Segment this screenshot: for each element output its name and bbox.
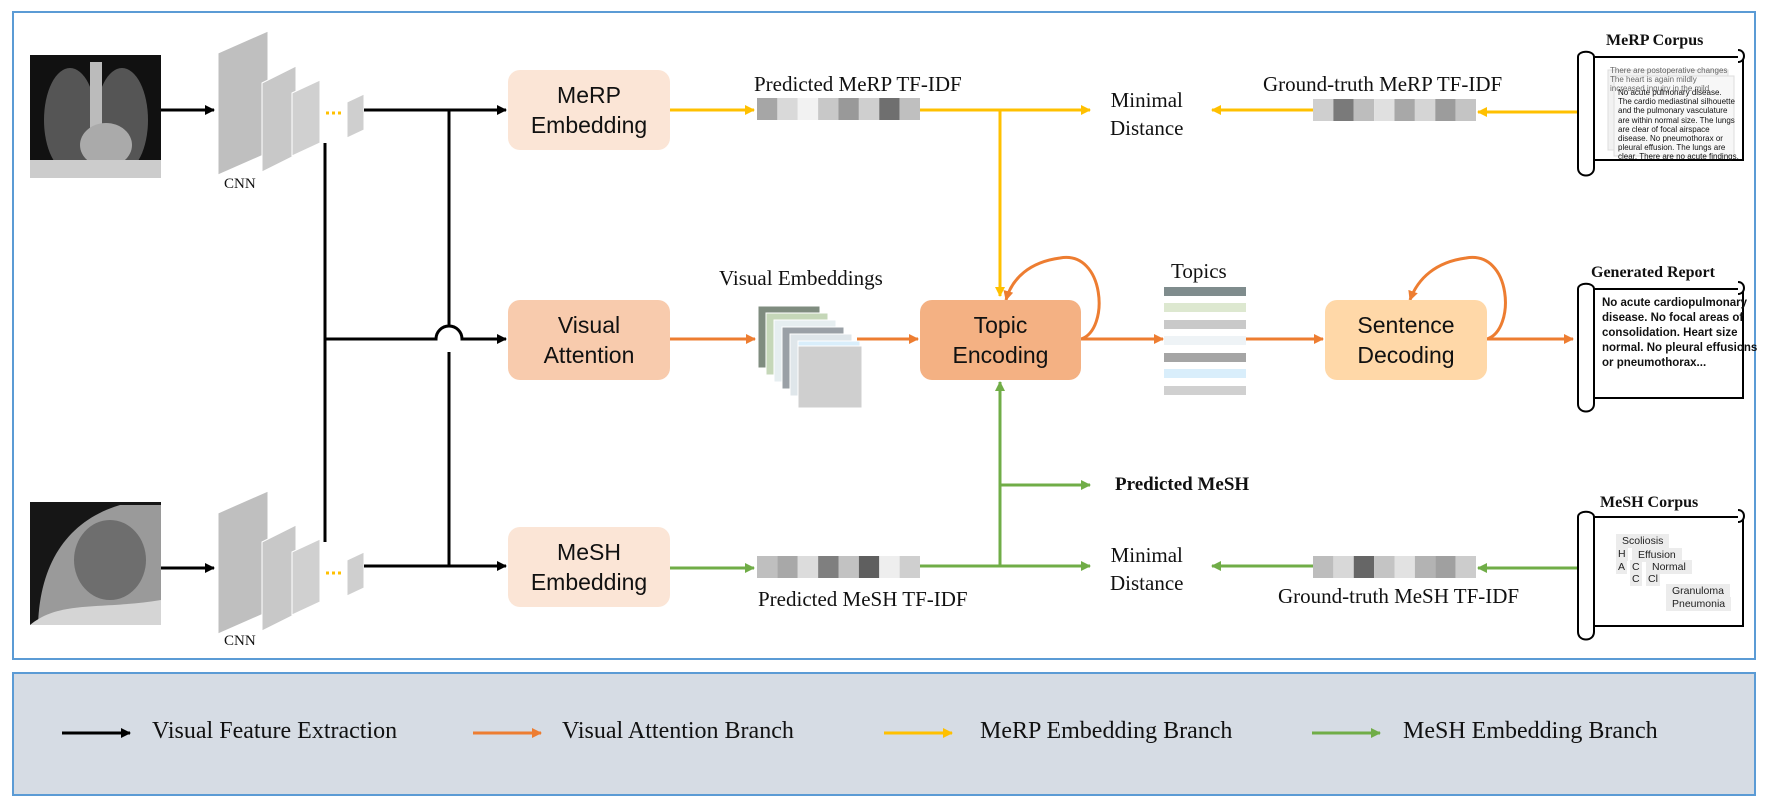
tfidf-cell	[879, 556, 900, 578]
merp-corpus-back-text: There are postoperative changes The hear…	[1610, 66, 1728, 93]
mesh-term: C	[1630, 560, 1642, 574]
tfidf-cell	[1435, 556, 1456, 578]
generated-report-scroll	[1577, 281, 1745, 413]
tfidf-cell	[838, 556, 859, 578]
predicted-mesh-label: Predicted MeSH	[1115, 474, 1250, 495]
tfidf-cell	[1455, 556, 1476, 578]
tfidf-cell	[1313, 556, 1334, 578]
cnn-bottom-stack	[217, 490, 365, 635]
mesh-embedding-box: MeSH Embedding	[508, 527, 670, 607]
mesh-term: Effusion	[1632, 548, 1682, 562]
merp-corpus-title: MeRP Corpus	[1606, 32, 1704, 49]
mesh-term: H	[1616, 547, 1628, 561]
sentence-decoding-box: Sentence Decoding	[1325, 300, 1487, 380]
tfidf-cell	[818, 98, 839, 120]
mesh-term: A	[1616, 560, 1628, 574]
cnn-top-label: CNN	[224, 176, 256, 192]
tfidf-cell	[899, 98, 920, 120]
mesh-term: Granuloma	[1666, 584, 1730, 598]
tfidf-cell	[1414, 99, 1436, 121]
frontal-xray-image	[30, 55, 161, 178]
mesh-term: Scoliosis	[1616, 534, 1670, 548]
mesh-corpus-scroll	[1577, 509, 1745, 641]
legend-merp-embedding-branch: MeRP Embedding Branch	[980, 718, 1233, 744]
mesh-term: C	[1630, 572, 1642, 586]
tfidf-cell	[1455, 99, 1476, 121]
tfidf-cell	[858, 98, 880, 120]
mesh-corpus-title: MeSH Corpus	[1600, 494, 1699, 511]
ground-truth-merp-tfidf-bar	[1313, 99, 1476, 121]
tfidf-cell	[1313, 99, 1334, 121]
merp-corpus-text: No acute pulmonary disease. The cardio m…	[1618, 88, 1739, 162]
black-arrows	[161, 105, 507, 573]
merp-embedding-box: MeRP Embedding	[508, 70, 670, 150]
mesh-term: Normal	[1646, 560, 1692, 574]
predicted-merp-tfidf-bar	[757, 98, 920, 120]
tfidf-cell	[1374, 99, 1395, 121]
visual-embeddings-stack	[757, 305, 863, 409]
green-arrows	[670, 381, 1578, 573]
predicted-mesh-tfidf-bar	[757, 556, 920, 578]
topics-label: Topics	[1171, 259, 1227, 283]
tfidf-cell	[1435, 99, 1456, 121]
generated-report-title: Generated Report	[1591, 264, 1715, 281]
orange-arrows	[670, 256, 1574, 344]
tfidf-cell	[899, 556, 920, 578]
tfidf-cell	[838, 98, 859, 120]
mesh-term: Pneumonia	[1666, 597, 1732, 611]
tfidf-cell	[757, 98, 778, 120]
legend-frame	[12, 672, 1756, 796]
cnn-bottom-label: CNN	[224, 633, 256, 649]
tfidf-cell	[1333, 99, 1354, 121]
lateral-xray-image	[30, 502, 161, 625]
mesh-term: Cl	[1646, 572, 1660, 586]
topic-encoding-box: Topic Encoding	[920, 300, 1081, 380]
yellow-arrows	[670, 105, 1578, 297]
predicted-mesh-tfidf-label: Predicted MeSH TF-IDF	[758, 587, 968, 611]
tfidf-cell	[1353, 556, 1375, 578]
tfidf-cell	[1394, 556, 1415, 578]
legend-mesh-embedding-branch: MeSH Embedding Branch	[1403, 718, 1658, 744]
minimal-distance-bottom-label: Minimal Distance	[1110, 543, 1184, 595]
visual-attention-box: Visual Attention	[508, 300, 670, 380]
cnn-top-stack	[217, 30, 365, 176]
tfidf-cell	[818, 556, 839, 578]
ground-truth-merp-label: Ground-truth MeRP TF-IDF	[1263, 72, 1503, 96]
tfidf-cell	[777, 98, 798, 120]
tfidf-cell	[1394, 99, 1415, 121]
ground-truth-mesh-tfidf-bar	[1313, 556, 1476, 578]
generated-report-text: No acute cardiopulmonary disease. No foc…	[1602, 297, 1758, 369]
predicted-merp-label: Predicted MeRP TF-IDF	[754, 72, 962, 96]
tfidf-cell	[797, 98, 819, 120]
ground-truth-mesh-label: Ground-truth MeSH TF-IDF	[1278, 584, 1520, 608]
tfidf-cell	[757, 556, 778, 578]
legend-visual-feature-extraction: Visual Feature Extraction	[152, 718, 398, 744]
tfidf-cell	[1353, 99, 1375, 121]
legend-visual-attention-branch: Visual Attention Branch	[562, 718, 794, 744]
tfidf-cell	[1374, 556, 1395, 578]
tfidf-cell	[879, 98, 900, 120]
topics-stack	[1164, 287, 1246, 395]
tfidf-cell	[1333, 556, 1354, 578]
main-frame	[12, 11, 1756, 660]
minimal-distance-top-label: Minimal Distance	[1110, 88, 1184, 140]
tfidf-cell	[858, 556, 880, 578]
tfidf-cell	[1414, 556, 1436, 578]
tfidf-cell	[777, 556, 798, 578]
tfidf-cell	[797, 556, 819, 578]
merp-corpus-scroll	[1577, 49, 1745, 177]
visual-embeddings-label: Visual Embeddings	[719, 266, 883, 290]
